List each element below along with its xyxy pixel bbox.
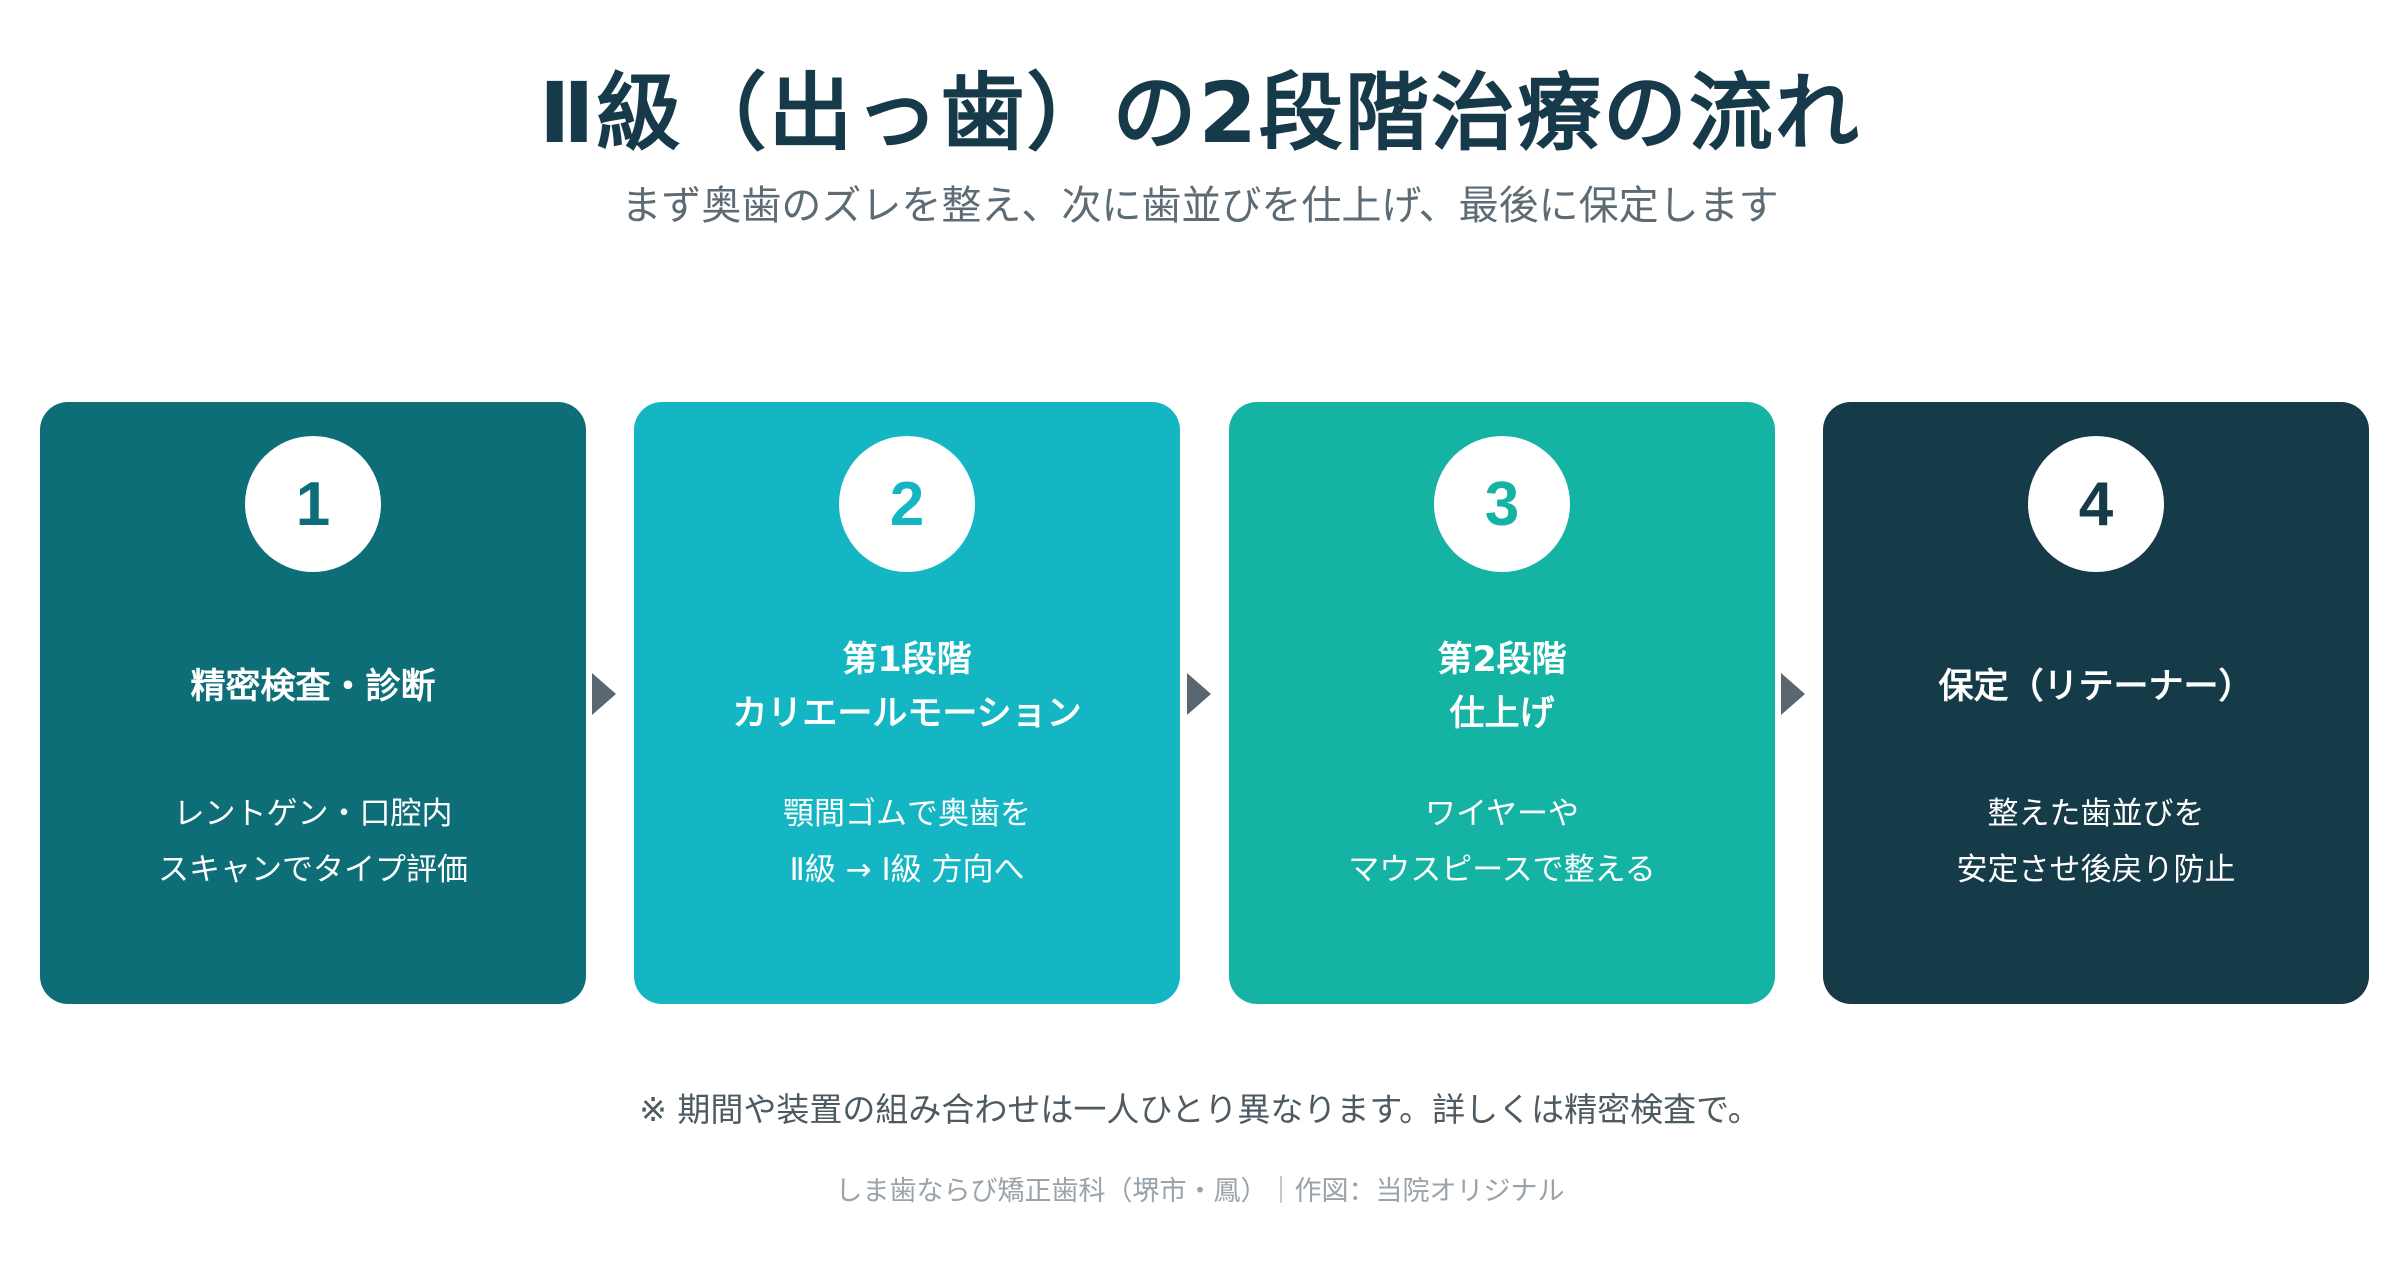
step-heading: 第1段階 カリエールモーション: [654, 602, 1160, 772]
step-card-3: 3 第2段階 仕上げ ワイヤーや マウスピースで整える: [1229, 402, 1775, 1004]
page-subtitle: まず奥歯のズレを整え、次に歯並びを仕上げ、最後に保定します: [621, 183, 1779, 229]
step-card-1: 1 精密検査・診断 レントゲン・口腔内 スキャンでタイプ評価: [40, 402, 586, 1004]
step-description-line: Ⅱ級 → Ⅰ級 方向へ: [789, 852, 1025, 888]
step-description: 整えた歯並びを 安定させ後戻り防止: [1843, 767, 2349, 917]
step-description: ワイヤーや マウスピースで整える: [1249, 767, 1755, 917]
step-heading: 第2段階 仕上げ: [1249, 602, 1755, 772]
step-number-badge: 2: [839, 436, 975, 572]
step-number-badge: 1: [245, 436, 381, 572]
step-description-line: 顎間ゴムで奥歯を: [783, 796, 1031, 832]
step-number-badge: 4: [2028, 436, 2164, 572]
step-card-4: 4 保定（リテーナー） 整えた歯並びを 安定させ後戻り防止: [1823, 402, 2369, 1004]
step-description-line: スキャンでタイプ評価: [158, 852, 468, 888]
step-description-line: レントゲン・口腔内: [173, 796, 453, 832]
step-description-line: ワイヤーや: [1424, 796, 1580, 832]
step-heading-line: カリエールモーション: [732, 694, 1082, 734]
step-heading-line: 仕上げ: [1449, 694, 1555, 734]
step-description-line: マウスピースで整える: [1348, 852, 1656, 888]
step-card-2: 2 第1段階 カリエールモーション 顎間ゴムで奥歯を Ⅱ級 → Ⅰ級 方向へ: [634, 402, 1180, 1004]
step-heading-line: 精密検査・診断: [190, 667, 436, 707]
flow-arrow-icon: [592, 673, 616, 715]
step-description-line: 安定させ後戻り防止: [1956, 852, 2236, 888]
flow-arrow-icon: [1187, 673, 1211, 715]
footnote: ※ 期間や装置の組み合わせは一人ひとり異なります。詳しくは精密検査で。: [639, 1090, 1761, 1129]
flow-arrow-icon: [1781, 673, 1805, 715]
step-heading: 保定（リテーナー）: [1843, 602, 2349, 772]
step-number-badge: 3: [1434, 436, 1570, 572]
step-heading: 精密検査・診断: [60, 602, 566, 772]
step-heading-line: 保定（リテーナー）: [1938, 667, 2254, 707]
step-heading-line: 第2段階: [1437, 640, 1567, 680]
credit-line: しま歯ならび矯正歯科（堺市・鳳）｜作図：当院オリジナル: [835, 1176, 1565, 1207]
step-description: レントゲン・口腔内 スキャンでタイプ評価: [60, 767, 566, 917]
step-heading-line: 第1段階: [842, 640, 972, 680]
step-description-line: 整えた歯並びを: [1987, 796, 2205, 832]
step-description: 顎間ゴムで奥歯を Ⅱ級 → Ⅰ級 方向へ: [654, 767, 1160, 917]
page-title: Ⅱ級（出っ歯）の2段階治療の流れ: [539, 64, 1861, 162]
